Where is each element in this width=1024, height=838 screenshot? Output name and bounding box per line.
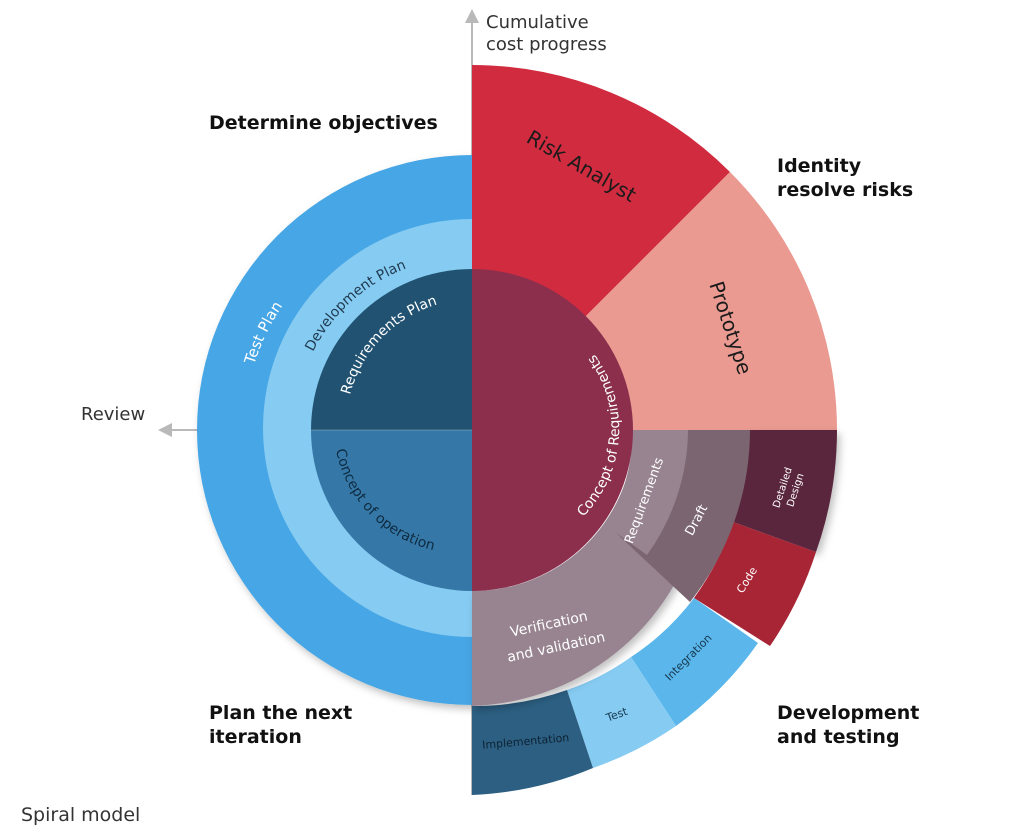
code-segment [694,522,816,646]
test-segment [567,657,676,768]
quadrant-identify-resolve-risks: Identity resolve risks [777,154,913,202]
concept-of-operation-segment [311,430,472,591]
implementation-segment [472,690,593,795]
quadrant-development-line1: Development [777,702,920,724]
concept-of-requirements-segment [472,269,633,591]
integration-segment [631,598,758,726]
quadrant-plan-line2: iteration [209,726,302,748]
quadrant-identify-line1: Identity [777,155,862,177]
quadrant-development-testing: Development and testing [777,701,919,749]
quadrant-development-line2: and testing [777,726,900,748]
requirements-segment [605,430,688,555]
requirements-plan-segment [311,269,472,430]
cost-axis-label-line1: Cumulative [486,12,589,33]
diagram-caption: Spiral model [21,804,141,826]
review-axis-label: Review [81,404,146,425]
quadrant-plan-line1: Plan the next [209,702,353,724]
development-sectors [472,430,837,795]
quadrant-determine-objectives: Determine objectives [209,112,438,134]
quadrant-identify-line2: resolve risks [777,179,914,201]
quadrant-plan-next-iteration: Plan the next iteration [209,701,352,749]
cost-axis-label: Cumulative cost progress [486,12,607,56]
cost-axis-label-line2: cost progress [486,34,607,55]
detailed-design-segment [733,430,837,552]
left-half [197,155,472,705]
